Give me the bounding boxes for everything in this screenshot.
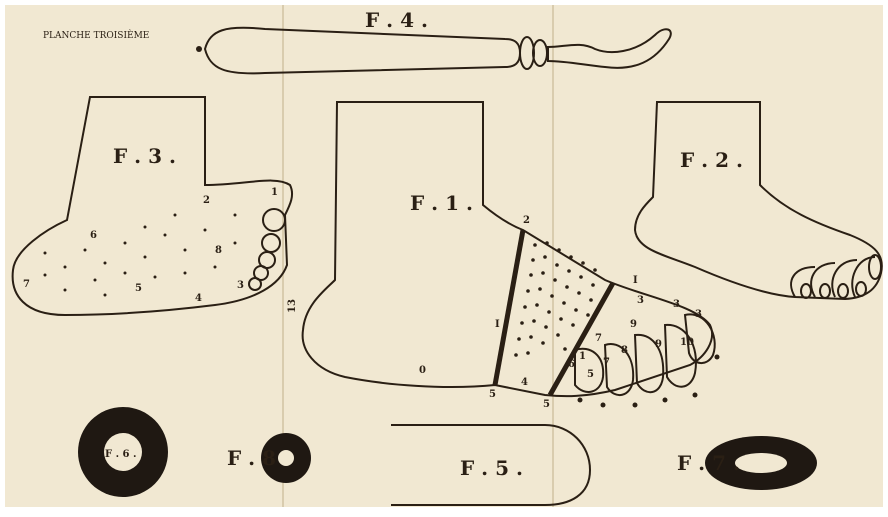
toe-nail xyxy=(869,255,881,279)
instrument-handle xyxy=(205,28,520,74)
plate-title: PLANCHE TROISIÈME xyxy=(43,29,149,41)
figure-3-number: 2 xyxy=(203,195,210,206)
figure-1-number: 3 xyxy=(695,309,702,320)
figure-7-label: F . 7 . xyxy=(677,451,740,475)
toe-outline xyxy=(665,325,696,387)
toe-nail xyxy=(856,282,866,296)
figure-6-ring: F . 6 . xyxy=(78,407,168,497)
figure-7-ring: F . 7 . xyxy=(677,436,817,490)
toe-nail xyxy=(820,284,830,298)
figure-1-number: 5 xyxy=(587,369,594,380)
ring-inner xyxy=(278,450,294,466)
figure-1-number: I xyxy=(495,319,500,330)
figure-1-number: 4 xyxy=(521,377,528,388)
incision-line-1 xyxy=(495,230,523,385)
instrument-collar xyxy=(520,37,534,69)
figure-3-number: 1 xyxy=(271,187,278,198)
instrument-tip xyxy=(196,46,202,52)
engraved-plate: PLANCHE TROISIÈME F . 4 . F . 3 . 2 1 6 … xyxy=(5,5,883,507)
figure-4-instrument: F . 4 . xyxy=(196,8,671,73)
figure-3-number: 6 xyxy=(90,230,97,241)
figure-1-number: 5 xyxy=(489,389,496,400)
figure-1-number: 10 xyxy=(680,337,694,348)
figure-1-number: 0 xyxy=(419,365,426,376)
toe xyxy=(262,234,280,252)
figure-1-number: 8 xyxy=(621,345,628,356)
figure-1-number: 6 xyxy=(568,359,575,370)
figure-2-foot: F . 2 . xyxy=(635,102,882,299)
figure-2-outline xyxy=(635,102,882,299)
figure-2-label: F . 2 . xyxy=(680,148,743,172)
figure-1-number: I xyxy=(633,275,638,286)
figure-3-number: 7 xyxy=(23,279,30,290)
figure-1-number: 3 xyxy=(637,295,644,306)
figure-1-number: 9 xyxy=(630,319,637,330)
figure-3-label: F . 3 . xyxy=(113,144,176,168)
toe-outline xyxy=(811,263,835,297)
figure-3-number: 5 xyxy=(135,283,142,294)
figure-1-number: 7 xyxy=(603,357,610,368)
figure-1-label: F . 1 . xyxy=(410,191,473,215)
figure-5-label: F . 5 . xyxy=(460,456,523,480)
figure-1-number: 3 xyxy=(673,299,680,310)
figure-1-stipple xyxy=(514,241,597,357)
toe-outline xyxy=(605,344,633,395)
figure-3-number: 3 xyxy=(237,280,244,291)
figure-6-label: F . 6 . xyxy=(105,449,136,460)
figure-1-number: 13 xyxy=(287,299,298,313)
figure-3-number: 4 xyxy=(195,293,202,304)
figure-1-number: 1 xyxy=(579,351,586,362)
figure-1-number: 2 xyxy=(523,215,530,226)
figure-3-foot: F . 3 . 2 1 6 8 7 5 4 3 xyxy=(13,97,292,315)
figure-1-number: 5 xyxy=(543,399,550,410)
toe xyxy=(263,209,285,231)
instrument-collar xyxy=(533,40,547,66)
toe-nail xyxy=(801,284,811,298)
ring-inner xyxy=(735,453,787,473)
figure-4-label: F . 4 . xyxy=(365,8,428,32)
figure-1-number: 9 xyxy=(655,339,662,350)
figure-8-ring: F . 8 xyxy=(227,433,311,483)
toe-nail xyxy=(838,284,848,298)
figure-3-number: 8 xyxy=(215,245,222,256)
figure-8-label: F . 8 xyxy=(227,446,276,470)
figure-5-splint: F . 5 . xyxy=(391,425,590,505)
plate-drawing: PLANCHE TROISIÈME F . 4 . F . 3 . 2 1 6 … xyxy=(5,5,883,507)
instrument-hook xyxy=(548,29,671,68)
toe xyxy=(249,278,261,290)
figure-1-number: 7 xyxy=(595,333,602,344)
